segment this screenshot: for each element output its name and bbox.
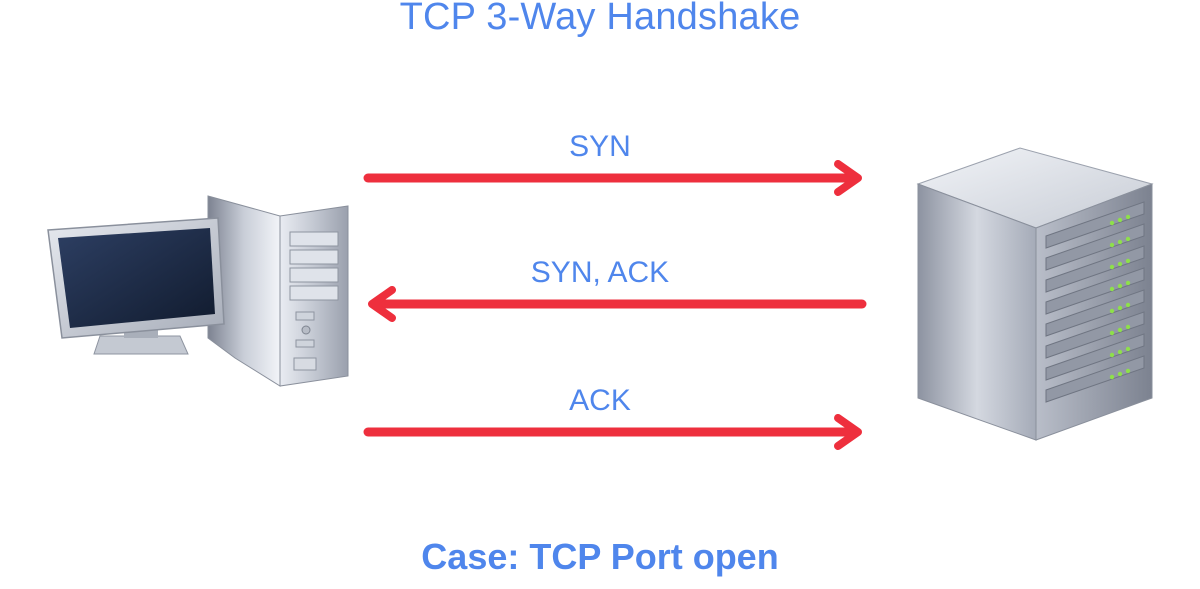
- message-label-syn-ack: SYN, ACK: [530, 256, 670, 289]
- server-tower-icon: [916, 147, 1154, 441]
- case-caption: Case: TCP Port open: [421, 536, 779, 577]
- message-label-syn: SYN: [569, 130, 631, 163]
- client-computer-icon: [47, 195, 349, 387]
- arrow-syn-client-to-server: [363, 160, 862, 196]
- arrow-ack-client-to-server: [363, 414, 862, 450]
- message-label-ack: ACK: [569, 384, 631, 417]
- diagram-title: TCP 3-Way Handshake: [399, 0, 801, 38]
- arrow-syn-ack-server-to-client: [368, 286, 867, 322]
